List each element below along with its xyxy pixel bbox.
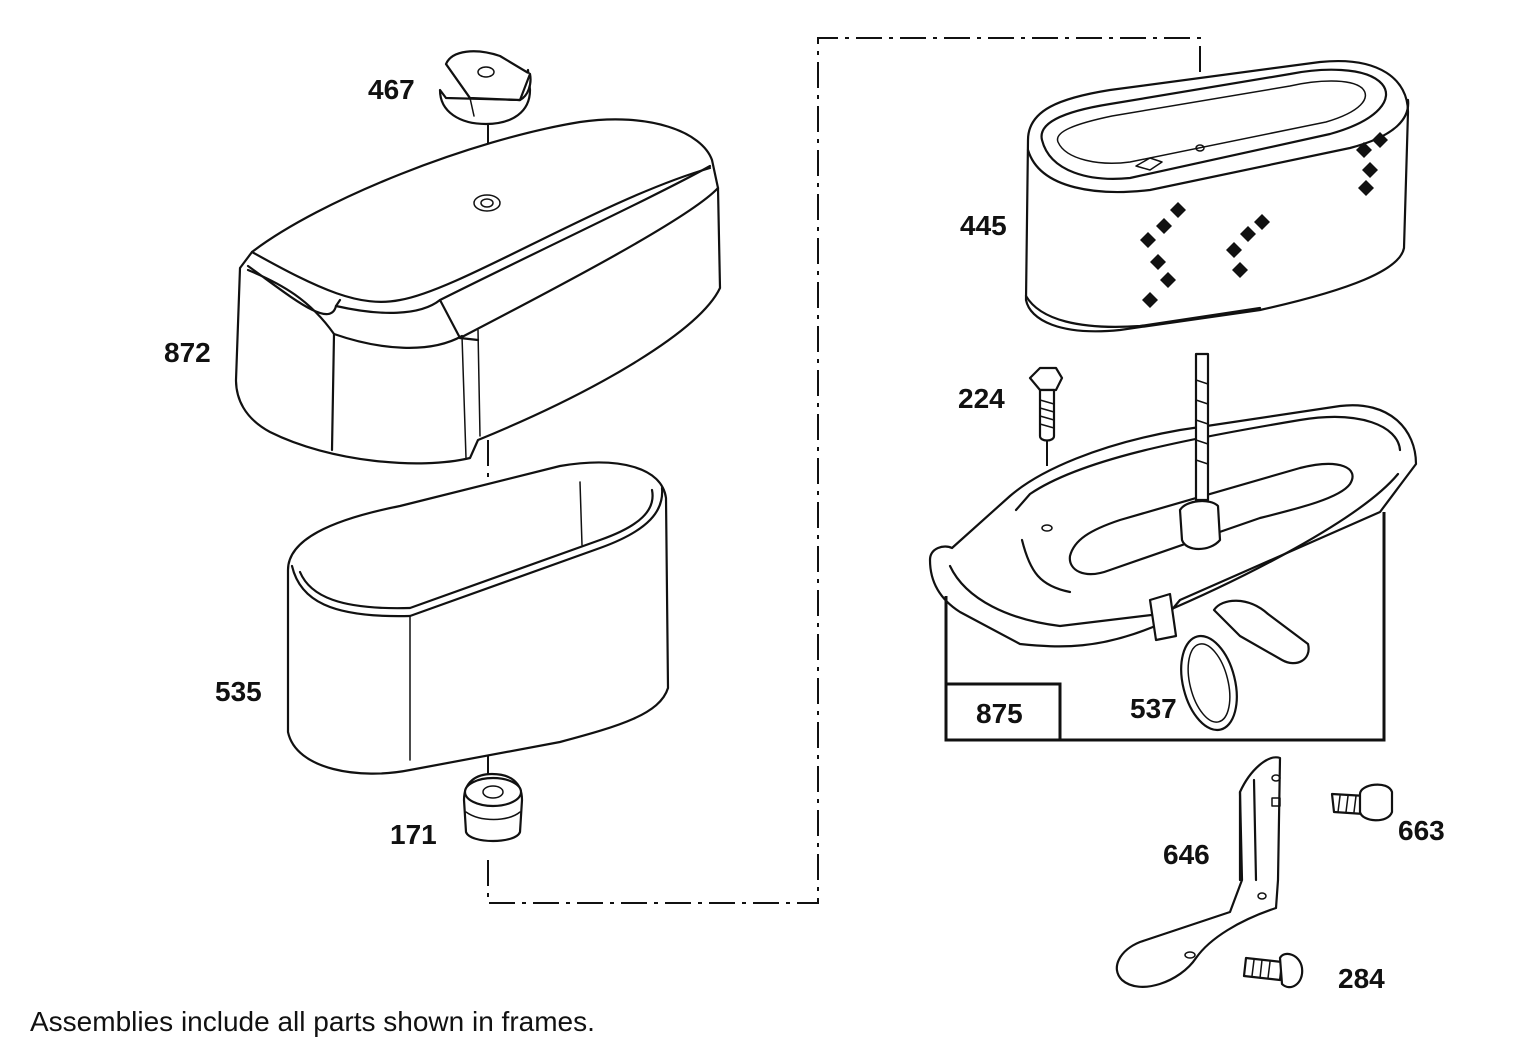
part-537-gasket — [1180, 634, 1238, 732]
part-445-filter — [1024, 60, 1410, 333]
label-875: 875 — [976, 698, 1023, 729]
label-467: 467 — [368, 74, 415, 105]
part-646-bracket — [1115, 756, 1282, 988]
part-467-knob — [438, 50, 532, 126]
part-labels: 467 872 535 171 445 224 875 537 646 663 … — [164, 74, 1445, 994]
label-646: 646 — [1163, 839, 1210, 870]
label-663: 663 — [1398, 815, 1445, 846]
part-663-screw — [1330, 783, 1394, 822]
label-445: 445 — [960, 210, 1007, 241]
label-537: 537 — [1130, 693, 1177, 724]
label-535: 535 — [215, 676, 262, 707]
label-872: 872 — [164, 337, 211, 368]
label-171: 171 — [390, 819, 437, 850]
part-872-cover — [234, 118, 722, 465]
filter-pleat-pattern — [1140, 132, 1388, 308]
label-224: 224 — [958, 383, 1005, 414]
part-284-screw — [1242, 952, 1304, 989]
assembly-footnote: Assemblies include all parts shown in fr… — [30, 1006, 595, 1037]
part-171-grommet — [462, 772, 524, 842]
part-875-base — [928, 352, 1418, 665]
assembly-frame-875 — [944, 512, 1386, 742]
label-284: 284 — [1338, 963, 1385, 994]
part-224-bolt — [1028, 366, 1064, 442]
part-535-precleaner — [286, 461, 670, 775]
